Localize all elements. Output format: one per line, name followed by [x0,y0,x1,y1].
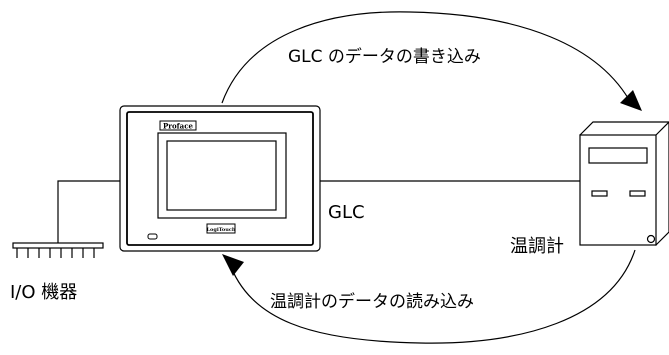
glc-brand-logo: Proface [163,122,193,131]
read-arc [228,249,636,344]
write-arrowhead [620,90,642,111]
read-label: 温調計のデータの読み込み [270,292,474,312]
controller-label: 温調計 [510,236,564,257]
glc-panel-icon: Proface LogiTouch [119,105,321,252]
write-label: GLC のデータの書き込み [288,47,481,67]
read-arrowhead [222,254,244,276]
io-device-icon [12,242,104,258]
io-label: I/O 機器 [10,282,78,303]
write-arc [221,11,633,106]
glc-label: GLC [328,202,365,223]
temperature-controller-icon [579,121,669,246]
glc-model-logo: LogiTouch [206,227,235,233]
io-connection [57,180,120,243]
